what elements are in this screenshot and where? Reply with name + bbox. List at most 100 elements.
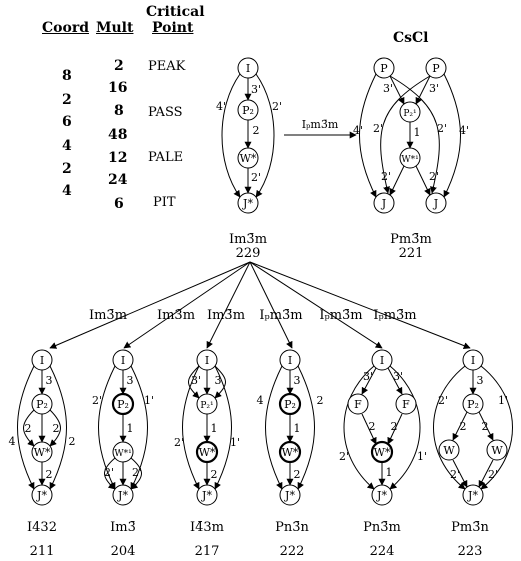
critical-point-pass: PASS: [148, 105, 183, 120]
node-W-star-circle: [195, 440, 219, 464]
node-P-left-circle: [373, 57, 395, 79]
node-P2-circle: [462, 393, 484, 415]
group-number-4: 222: [279, 544, 305, 559]
node-J-star-circle: [112, 484, 134, 506]
node-P2-circle: [278, 392, 302, 416]
branch-arrow-1: [49, 261, 251, 349]
node-F-left: F: [354, 398, 362, 411]
node-W-star-circle: [278, 440, 302, 464]
branch-arrow-5: [249, 261, 383, 349]
edge-label: 4: [257, 394, 264, 407]
node-W-star-1: W*¹: [401, 155, 418, 165]
critical-point-peak: PEAK: [148, 59, 186, 74]
node-W-star-circle: [370, 440, 394, 464]
node-I: I: [471, 354, 475, 367]
node-J-star-circle: [237, 192, 259, 214]
edge-label: 3': [191, 374, 201, 387]
edge-label: 2': [251, 171, 261, 184]
edge-I-J-left: [343, 365, 375, 490]
node-P2: P₂: [284, 398, 296, 411]
edge-label: 3: [127, 374, 134, 387]
node-I-circle: [371, 349, 393, 371]
coord-value: 4: [62, 183, 72, 199]
edge-P2-W-loop-left: [23, 409, 35, 447]
branch-arrow-3: [206, 261, 251, 349]
mult-value: 24: [108, 172, 128, 188]
edge-label: 2: [211, 468, 218, 481]
node-P2: P₂: [242, 104, 254, 117]
edge-P-J-outer-left: [359, 73, 377, 198]
node-P21: P₂¹: [403, 109, 416, 119]
node-P2: P₂: [467, 398, 479, 411]
coord-value: 6: [62, 114, 72, 130]
edge-label: 1: [127, 422, 134, 435]
mult-value: 2: [114, 58, 124, 74]
node-J-right-circle: [425, 192, 447, 214]
node-I-circle: [237, 57, 259, 79]
coord-value: 4: [62, 138, 72, 154]
node-P2-circle: [111, 392, 135, 416]
edge-I-J-right: [49, 365, 67, 490]
node-W-star: W*: [282, 446, 299, 459]
node-J-star: J*: [201, 489, 212, 502]
coord-value: 8: [62, 68, 72, 84]
edge-I-J-left: [98, 365, 116, 490]
edge-label: 4': [216, 100, 226, 113]
edge-label: 3': [429, 82, 439, 95]
transform-arrow-label: Iₚm3̄m: [302, 118, 339, 131]
edge-label: 1': [417, 450, 427, 463]
node-I: I: [288, 354, 292, 367]
edge-label: 2': [437, 122, 447, 135]
node-W-left-circle: [438, 439, 460, 461]
cscl-title: CsCl: [393, 30, 429, 46]
node-W-left: W: [443, 444, 455, 457]
edge-F-W-left: [361, 413, 377, 445]
branch-label-4: Iₚm3̄m: [259, 308, 303, 323]
group-number-5: 224: [369, 544, 395, 559]
edge-label: 2: [69, 435, 76, 448]
parent-group-number: 229: [235, 246, 261, 261]
edge-I-J-left: [182, 365, 200, 490]
mult-value: 16: [108, 80, 128, 96]
mult-value: 12: [108, 150, 128, 166]
edge-label: 2': [373, 122, 383, 135]
edge-label: 3: [477, 374, 484, 387]
node-I: I: [121, 354, 125, 367]
mult-value: 8: [114, 103, 124, 119]
node-F-left-circle: [347, 393, 369, 415]
group-name-4: Pn3̄n: [275, 520, 309, 535]
edge-label: 3': [363, 370, 373, 383]
edge-label: 3: [46, 374, 53, 387]
group-name-3: I4̄3m: [189, 520, 224, 535]
edge-label: 4: [9, 435, 16, 448]
edge-P-J-outer-right: [443, 73, 461, 198]
edge-label: 2: [53, 422, 60, 435]
node-W-star-circle: [112, 441, 134, 463]
edge-label: 2: [253, 124, 260, 137]
node-J-star: J*: [117, 489, 128, 502]
group-name-6: Pm3̄n: [451, 520, 489, 535]
edge-label: 3': [393, 370, 403, 383]
edge-I-J-left: [433, 365, 466, 490]
edge-I-J-right: [255, 73, 275, 198]
edge-I-J-right: [130, 365, 148, 490]
node-F-right-circle: [395, 393, 417, 415]
node-I-circle: [112, 349, 134, 371]
node-J-star-circle: [279, 484, 301, 506]
edge-P-J-cross-1: [389, 75, 440, 194]
cscl-group-label: Pm3̄m: [390, 232, 432, 247]
node-P2-circle: [196, 393, 218, 415]
edge-label: 2': [272, 100, 282, 113]
node-W-star: W*: [199, 446, 216, 459]
node-J-star: J*: [242, 197, 253, 210]
branch-arrow-4: [249, 261, 293, 349]
edge-P-J-cross-2: [380, 75, 431, 194]
edge-label: 1: [294, 422, 301, 435]
edge-I-F-right: [387, 367, 403, 395]
node-J-star: J*: [467, 489, 478, 502]
edge-label: 2: [46, 468, 53, 481]
coord-header: Coord: [42, 20, 89, 36]
edge-label: 2': [438, 394, 448, 407]
node-J-star: J*: [284, 489, 295, 502]
edge-I-J-right: [389, 365, 421, 490]
